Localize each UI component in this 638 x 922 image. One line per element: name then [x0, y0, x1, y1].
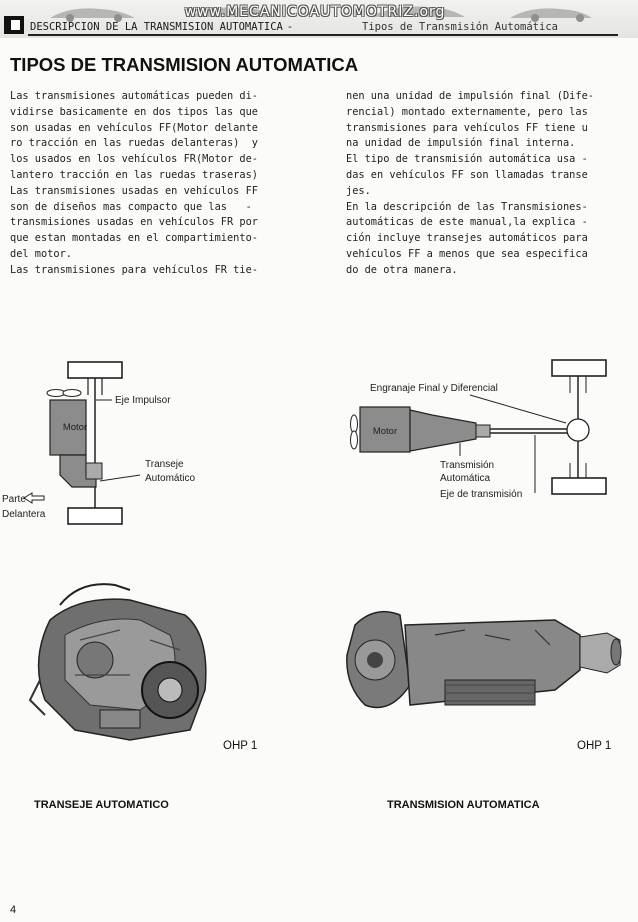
fr-transmission-label-1: Transmisión — [440, 460, 494, 471]
right-text-column: nen una unidad de impulsión final (Dife-… — [346, 89, 632, 279]
ohp-label-right: OHP 1 — [577, 740, 612, 752]
text-line: ción incluye transejes automáticos para — [346, 232, 588, 245]
text-line: lantero tracción en las ruedas traseras) — [10, 168, 258, 181]
engine-block — [49, 399, 87, 456]
text-line: los usados en los vehículos FR(Motor de- — [10, 153, 258, 166]
front-wheel-top — [67, 361, 123, 379]
transmission-block — [409, 409, 477, 452]
engine-block — [359, 406, 411, 453]
transmission-photo — [346, 610, 622, 709]
text-line: Las transmisiones automáticas pueden di- — [10, 90, 258, 102]
transmission-caption: TRANSMISION AUTOMATICA — [387, 799, 540, 811]
fr-layout-diagram: Motor Engranaje Final y Diferencial Tran… — [350, 359, 607, 500]
header-section: DESCRIPCION DE LA TRANSMISION AUTOMATICA… — [30, 21, 297, 33]
text-line: En la descripción de las Transmisiones- — [346, 200, 588, 213]
site-banner: www.MECANICOAUTOMOTRIZ.org — [184, 4, 446, 20]
rear-wheel-bottom — [551, 477, 607, 495]
text-line: rencial) montado externamente, pero las — [346, 105, 588, 118]
fan-icon — [350, 414, 358, 434]
ff-layout-diagram: Motor Eje Impulsor Transeje Automático P… — [2, 361, 195, 525]
text-line: del motor. — [10, 247, 72, 260]
header-separator: - — [286, 21, 294, 33]
ff-front-label-2: Delantera — [2, 509, 46, 520]
fr-final-gear-label: Engranaje Final y Diferencial — [370, 383, 498, 394]
fr-engine-label: Motor — [373, 426, 397, 437]
ff-transaxle-label-1: Transeje — [145, 459, 184, 470]
text-line: nen una unidad de impulsión final (Dife- — [346, 90, 594, 102]
rear-wheel-bottom — [67, 507, 123, 525]
text-line: que estan montadas en el compartimiento- — [10, 232, 258, 245]
text-line: do de otra manera. — [346, 263, 458, 276]
page-number: 4 — [10, 904, 17, 916]
front-arrow-icon — [23, 492, 45, 504]
header-cars-illustration — [50, 6, 592, 22]
text-line: son de diseños mas compacto que las - — [10, 200, 252, 213]
text-line: automáticas de este manual,la explica - — [346, 216, 588, 229]
ff-impeller-label: Eje Impulsor — [115, 395, 171, 406]
page-title: TIPOS DE TRANSMISION AUTOMATICA — [10, 54, 359, 75]
ff-front-label-1: Parte — [2, 494, 26, 505]
ff-engine-label: Motor — [63, 422, 87, 433]
ff-transaxle-label-2: Automático — [145, 473, 195, 484]
section-logo-icon — [4, 16, 24, 34]
transaxle-photo — [28, 583, 207, 741]
text-line: transmisiones usadas en vehículos FR por — [10, 216, 258, 229]
transaxle-caption: TRANSEJE AUTOMATICO — [34, 799, 169, 811]
text-line: vehículos FF a menos que sea especifica — [346, 247, 588, 260]
text-line: vidirse basicamente en dos tipos las que — [10, 105, 258, 118]
header-section-title: DESCRIPCION DE LA TRANSMISION AUTOMATICA — [30, 21, 283, 33]
header-subsection: Tipos de Transmisión Automática — [362, 21, 558, 33]
text-line: Las transmisiones usadas en vehículos FF — [10, 184, 258, 197]
rear-wheel-top — [551, 359, 607, 377]
left-text-column: Las transmisiones automáticas pueden di-… — [10, 89, 310, 279]
text-line: das en vehículos FF son llamadas transe — [346, 168, 588, 181]
text-line: transmisiones para vehículos FF tiene u — [346, 121, 588, 134]
fr-driveshaft-label: Eje de transmisión — [440, 489, 522, 500]
differential-icon — [566, 418, 590, 442]
text-line: Las transmisiones para vehículos FR tie- — [10, 263, 258, 276]
text-line: jes. — [346, 184, 371, 197]
text-line: ro tracción en las ruedas delanteras) y — [10, 137, 258, 150]
text-line: son usadas en vehículos FF(Motor delante — [10, 121, 258, 134]
header-rule — [28, 34, 618, 36]
fan-icon — [46, 389, 66, 397]
ohp-label-left: OHP 1 — [223, 740, 258, 752]
fr-transmission-label-2: Automática — [440, 473, 490, 484]
text-line: El tipo de transmisión automática usa - — [346, 153, 588, 166]
text-line: na unidad de impulsión final interna. — [346, 137, 576, 150]
